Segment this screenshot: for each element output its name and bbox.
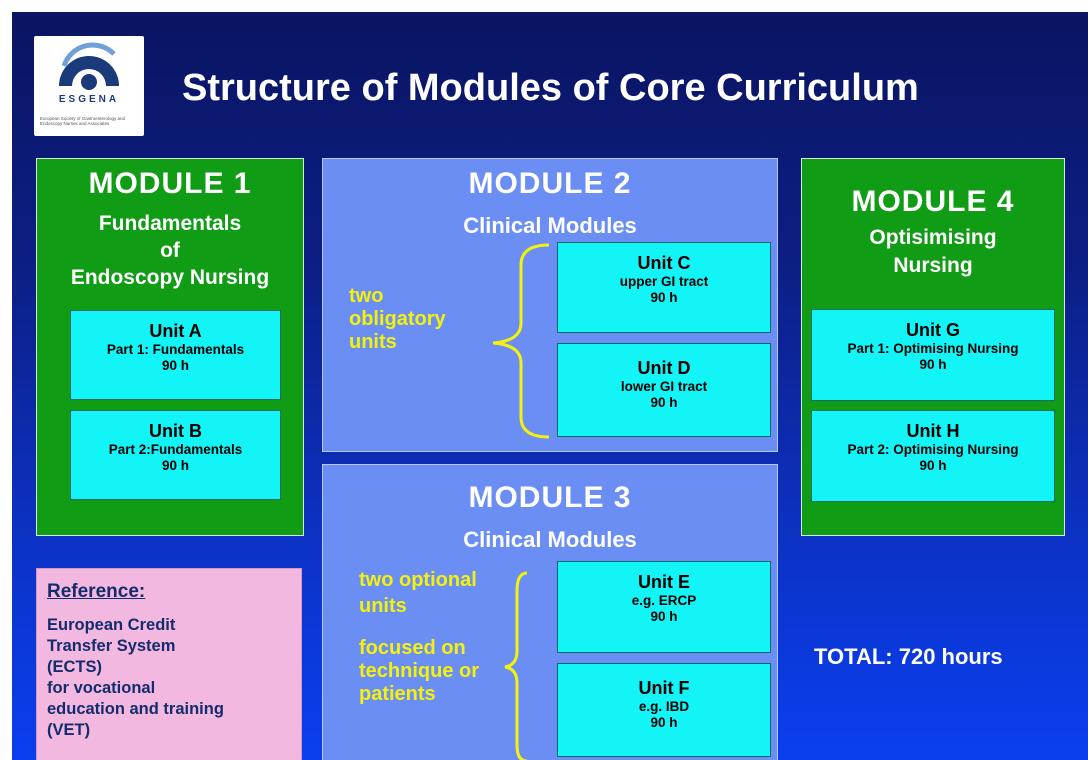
module-2-box: MODULE 2 Clinical Modules two obligatory… <box>322 158 778 452</box>
unit-b: Unit B Part 2:Fundamentals 90 h <box>70 410 281 500</box>
reference-line: for vocational <box>47 679 156 697</box>
unit-f-hours: 90 h <box>650 715 678 730</box>
module-4-box: MODULE 4 Optisimising Nursing Unit G Par… <box>801 158 1065 536</box>
module-1-subtitle-line: Endoscopy Nursing <box>70 266 270 289</box>
module-2-subtitle: Clinical Modules <box>463 213 637 238</box>
unit-g-name: Unit G <box>906 320 960 340</box>
unit-f-name: Unit F <box>638 678 690 698</box>
module-3-note1-line: two optional <box>359 569 477 591</box>
reference-title: Reference: <box>47 581 146 602</box>
unit-e-desc: e.g. ERCP <box>631 593 697 608</box>
unit-e-name: Unit E <box>638 572 690 592</box>
slide: ESGENA European Society of Gastroenterol… <box>12 12 1088 760</box>
unit-d-desc: lower GI tract <box>620 379 708 394</box>
unit-b-name: Unit B <box>149 421 202 441</box>
unit-b-desc: Part 2:Fundamentals <box>108 442 243 457</box>
reference-line: (ECTS) <box>47 658 102 676</box>
unit-d-name: Unit D <box>637 358 691 378</box>
unit-a-name: Unit A <box>149 321 202 341</box>
unit-e: Unit E e.g. ERCP 90 h <box>557 561 771 653</box>
logo-emblem-icon <box>59 42 119 90</box>
module-1-subtitle-line: Fundamentals <box>98 212 242 235</box>
module-1-title: MODULE 1 <box>88 167 252 200</box>
unit-e-hours: 90 h <box>650 609 678 624</box>
module-4-title: MODULE 4 <box>851 185 1015 218</box>
module-2-note-line: two <box>349 285 384 307</box>
total-hours: TOTAL: 720 hours <box>814 644 1003 669</box>
esgena-logo: ESGENA European Society of Gastroenterol… <box>34 36 144 136</box>
unit-g: Unit G Part 1: Optimising Nursing 90 h <box>811 309 1055 401</box>
unit-h-name: Unit H <box>906 421 960 441</box>
unit-c-hours: 90 h <box>650 290 678 305</box>
module-3-note2-line: patients <box>359 683 436 705</box>
module-3-note1-line: units <box>359 595 407 617</box>
unit-f-desc: e.g. IBD <box>638 699 690 714</box>
module-2-note-line: obligatory <box>349 308 446 330</box>
module-2-title: MODULE 2 <box>468 167 632 200</box>
module-1-subtitle-line: of <box>160 239 180 262</box>
module-2-brace-icon <box>492 243 550 439</box>
reference-box: Reference: European Credit Transfer Syst… <box>36 568 302 760</box>
unit-c-name: Unit C <box>637 253 691 273</box>
unit-h: Unit H Part 2: Optimising Nursing 90 h <box>811 410 1055 502</box>
module-4-subtitle-line: Optisimising <box>869 226 997 249</box>
unit-d-hours: 90 h <box>650 395 678 410</box>
unit-d: Unit D lower GI tract 90 h <box>557 343 771 437</box>
unit-h-desc: Part 2: Optimising Nursing <box>847 442 1019 457</box>
module-3-subtitle: Clinical Modules <box>463 527 637 552</box>
unit-h-hours: 90 h <box>919 458 947 473</box>
reference-line: (VET) <box>47 721 91 739</box>
unit-b-hours: 90 h <box>161 458 189 473</box>
unit-f: Unit F e.g. IBD 90 h <box>557 663 771 757</box>
unit-a: Unit A Part 1: Fundamentals 90 h <box>70 310 281 400</box>
module-3-box: MODULE 3 Clinical Modules two optional u… <box>322 464 778 760</box>
unit-c-desc: upper GI tract <box>619 274 709 289</box>
unit-g-desc: Part 1: Optimising Nursing <box>847 341 1019 356</box>
reference-line: Transfer System <box>47 637 176 655</box>
reference-body: European Credit Transfer System (ECTS) f… <box>47 615 297 741</box>
reference-line: education and training <box>47 700 224 718</box>
unit-g-hours: 90 h <box>919 357 947 372</box>
module-2-note-line: units <box>349 331 397 353</box>
module-3-note2-line: focused on <box>359 637 466 659</box>
module-3-title: MODULE 3 <box>468 481 632 514</box>
slide-title: Structure of Modules of Core Curriculum <box>182 67 919 109</box>
module-1-box: MODULE 1 Fundamentals of Endoscopy Nursi… <box>36 158 304 536</box>
module-4-subtitle-line: Nursing <box>893 254 973 277</box>
logo-subtext: European Society of Gastroenterology and… <box>40 116 126 126</box>
module-3-note2-line: technique or <box>359 660 480 682</box>
module-3-brace-icon <box>504 571 528 760</box>
unit-c: Unit C upper GI tract 90 h <box>557 242 771 333</box>
unit-a-hours: 90 h <box>161 358 189 373</box>
reference-line: European Credit <box>47 616 176 634</box>
logo-text: ESGENA <box>58 94 120 105</box>
unit-a-desc: Part 1: Fundamentals <box>106 342 245 357</box>
